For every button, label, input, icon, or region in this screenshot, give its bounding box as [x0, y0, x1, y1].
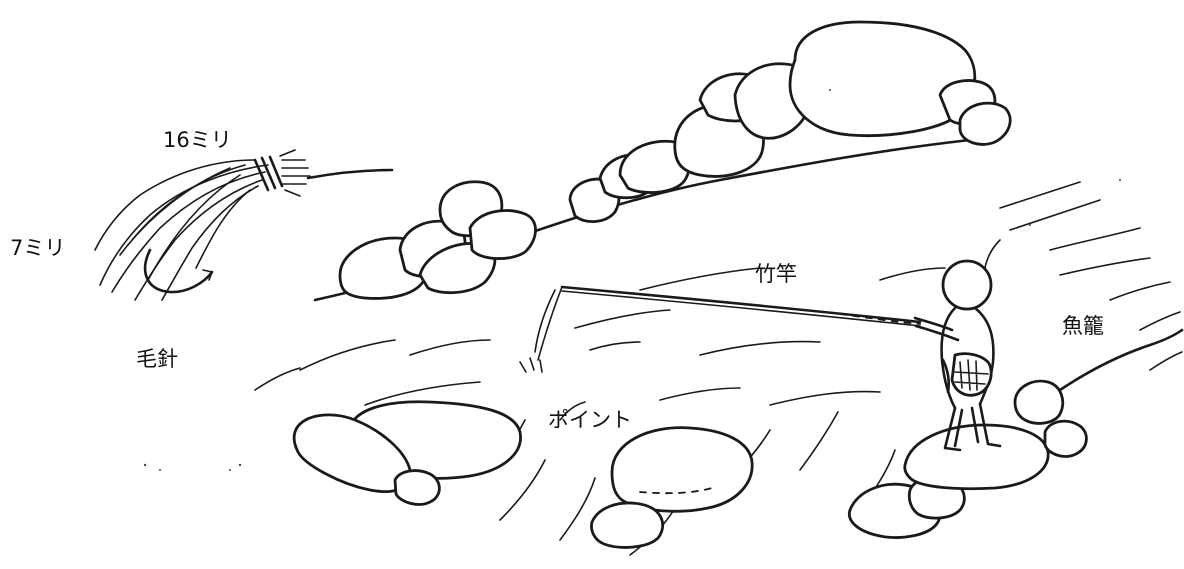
hook-length-label: 16ミリ — [163, 128, 232, 152]
lower-rocks — [292, 328, 1184, 549]
upper-rocks — [313, 20, 1012, 302]
hackle-length-label: 7ミリ — [10, 236, 66, 260]
fly-hook-drawing — [94, 149, 394, 301]
fly-label: 毛針 — [136, 347, 178, 371]
angler-figure — [913, 259, 1002, 452]
rod-label: 竹竿 — [755, 262, 797, 286]
rod-drawing — [537, 285, 922, 361]
point-label: ポイント — [548, 408, 632, 432]
specks — [143, 89, 1121, 471]
creel-label: 魚籠 — [1062, 314, 1104, 338]
